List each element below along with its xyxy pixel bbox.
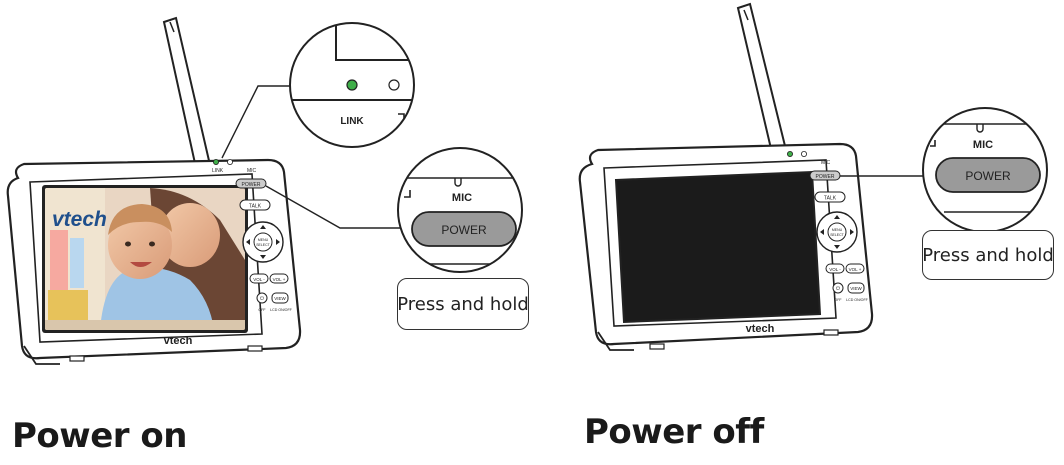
off-button[interactable]	[256, 292, 268, 304]
view-label: VIEW	[274, 296, 286, 301]
leader-line-power	[265, 185, 400, 229]
lcd-label: LCD ON/OFF	[846, 298, 869, 302]
leader-line-led	[221, 85, 292, 159]
vol-plus-label: VOL +	[273, 277, 286, 282]
press-and-hold-text: Press and hold	[922, 244, 1054, 266]
mic-label-small: MIC	[247, 168, 257, 174]
power-button-label-small: POWER	[242, 182, 261, 188]
volume-down-button[interactable]	[825, 263, 845, 274]
device-brand-logo: vtech	[164, 335, 193, 347]
link-label-zoom: LINK	[340, 116, 364, 127]
off-button[interactable]	[832, 282, 844, 294]
volume-up-button[interactable]	[269, 273, 289, 284]
power-button-zoom[interactable]	[935, 157, 1041, 193]
navigation-dpad[interactable]: MENU SELECT	[816, 211, 858, 253]
view-button[interactable]	[271, 292, 289, 304]
svg-text:MENU: MENU	[832, 228, 843, 232]
off-icon: ⏻	[260, 296, 264, 302]
volume-down-button[interactable]	[249, 273, 269, 284]
antenna	[162, 16, 212, 170]
power-button-zoom-label: POWER	[965, 169, 1011, 183]
link-label-small: LINK	[212, 168, 224, 174]
view-label: VIEW	[850, 286, 862, 291]
power-button-zoom[interactable]	[411, 211, 517, 247]
off-icon: ⏻	[836, 286, 840, 292]
caption-power-on: Power on	[12, 416, 187, 456]
svg-text:MENU: MENU	[258, 238, 269, 242]
screen-off	[614, 170, 822, 324]
device-power-on: vtech LINK MIC POWER TALK MENU SELECT VO…	[6, 16, 302, 365]
link-led	[212, 158, 219, 165]
antenna	[736, 2, 788, 155]
link-led-zoom	[346, 79, 358, 91]
mic-led	[226, 158, 233, 165]
vol-plus-label: VOL +	[849, 267, 862, 272]
vol-minus-label: VOL -	[253, 277, 265, 282]
view-button[interactable]	[847, 282, 865, 294]
off-label: OFF	[258, 308, 266, 312]
power-button-label-small: POWER	[816, 174, 835, 180]
press-and-hold-label-on: Press and hold	[397, 278, 529, 330]
zoom-circle-power: MIC POWER	[397, 147, 523, 273]
off-label: OFF	[834, 298, 842, 302]
screen-brand-logo: vtech	[52, 208, 107, 231]
talk-button-label: TALK	[249, 204, 262, 210]
svg-text:SELECT: SELECT	[256, 243, 270, 247]
mic-label-small: MIC	[821, 160, 831, 166]
press-and-hold-label-off: Press and hold	[922, 230, 1054, 280]
talk-button[interactable]	[239, 199, 271, 211]
power-button[interactable]	[235, 178, 267, 189]
caption-power-off: Power off	[584, 412, 764, 452]
link-led	[787, 150, 794, 157]
zoom-circle-power: MIC POWER	[922, 107, 1048, 233]
talk-button[interactable]	[814, 191, 846, 203]
device-brand-logo: vtech	[746, 323, 775, 335]
device-power-off: MIC POWER TALK MENU SELECT VOL - VOL + ⏻…	[578, 2, 874, 351]
talk-button-label: TALK	[824, 196, 837, 202]
lcd-label: LCD ON/OFF	[270, 308, 293, 312]
zoom-circle-led: LINK	[289, 22, 415, 148]
power-button-zoom-label: POWER	[441, 223, 487, 237]
press-and-hold-text: Press and hold	[397, 293, 529, 315]
volume-up-button[interactable]	[845, 263, 865, 274]
screen-image	[45, 188, 245, 330]
vol-minus-label: VOL -	[829, 267, 841, 272]
mic-label-zoom: MIC	[973, 139, 993, 151]
svg-text:SELECT: SELECT	[830, 233, 844, 237]
mic-led	[801, 150, 808, 157]
navigation-dpad[interactable]: MENU SELECT	[242, 221, 284, 263]
mic-label-zoom: MIC	[452, 192, 472, 204]
